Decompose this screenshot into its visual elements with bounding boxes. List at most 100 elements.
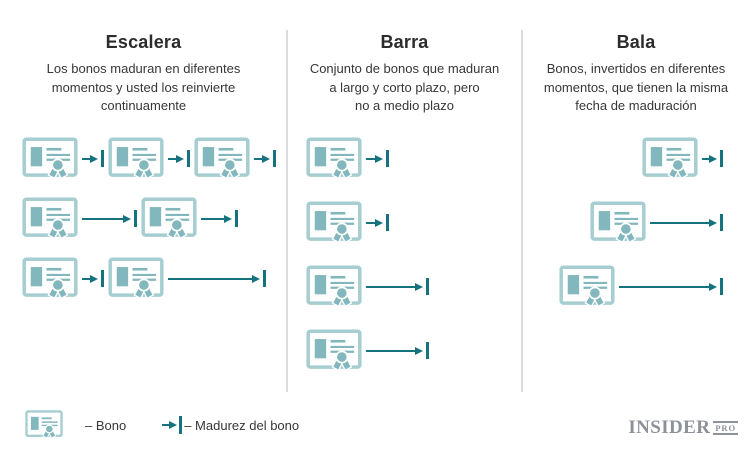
strategy-column-bala: Bala Bonos, invertidos en diferentes mom… [522, 0, 750, 462]
legend-bond-label: – Bono [85, 417, 127, 433]
bond-certificate-icon [108, 137, 164, 181]
bond-maturity-arrow-icon [254, 150, 276, 167]
column-description: Conjunto de bonos que maduran a largo y … [309, 61, 500, 113]
bond-timeline-row [22, 256, 287, 302]
bond-certificate-icon [306, 329, 362, 373]
arrow-shaft [650, 221, 710, 224]
bond-maturity-arrow-icon [168, 270, 266, 287]
bond-certificate-icon [141, 197, 197, 241]
legend-maturity-label: – Madurez del bono [184, 417, 300, 433]
bond-maturity-arrow-icon [82, 150, 104, 167]
bond-certificate-icon [306, 137, 362, 181]
bond-maturity-arrow-icon [702, 150, 723, 167]
bond-timeline-row [306, 136, 522, 182]
logo-pro-badge: PRO [713, 420, 738, 436]
arrow-shaft [82, 157, 91, 160]
arrow-shaft [82, 277, 91, 280]
bond-timeline-row [306, 328, 522, 374]
arrow-shaft [201, 217, 225, 220]
bond-certificate-icon [194, 137, 250, 181]
bond-certificate-icon [25, 410, 63, 440]
arrow-shaft [168, 277, 253, 280]
bond-timeline-row [22, 196, 287, 242]
bond-timeline-row [306, 264, 522, 310]
logo-wordmark: INSIDER [628, 417, 711, 438]
arrow-shaft [702, 157, 710, 160]
bond-maturity-arrow-icon [619, 278, 723, 295]
maturity-tick [426, 278, 429, 295]
bond-maturity-arrow-icon [650, 214, 723, 231]
maturity-tick [386, 150, 389, 167]
strategy-column-barra: Barra Conjunto de bonos que maduran a la… [287, 0, 522, 462]
arrow-shaft [366, 285, 416, 288]
bond-certificate-icon [22, 197, 78, 241]
arrow-head-icon [709, 154, 717, 163]
arrow-head-icon [90, 154, 98, 163]
bond-certificate-icon [108, 257, 164, 301]
arrow-head-icon [375, 218, 383, 227]
arrow-head-icon [169, 421, 178, 429]
column-divider [286, 30, 288, 392]
bond-certificate-icon [642, 137, 698, 181]
arrow-head-icon [252, 274, 260, 283]
bond-timeline-row [22, 136, 287, 182]
arrow-shaft [366, 221, 376, 224]
arrow-head-icon [375, 154, 383, 163]
column-title: Bala [616, 32, 656, 52]
bond-diagram-escalera [0, 136, 287, 302]
bond-maturity-arrow-icon [366, 342, 429, 359]
maturity-tick [720, 214, 723, 231]
bond-maturity-arrow-icon [366, 214, 389, 231]
bond-timeline-row [522, 136, 723, 182]
column-description: Los bonos maduran en diferentes momentos… [46, 61, 241, 113]
bond-timeline-row [522, 200, 723, 246]
bond-certificate-icon [22, 137, 78, 181]
arrow-head-icon [709, 218, 717, 227]
arrow-shaft [162, 424, 171, 426]
column-title: Barra [380, 32, 429, 52]
arrow-head-icon [415, 346, 423, 355]
arrow-shaft [168, 157, 177, 160]
arrow-head-icon [415, 282, 423, 291]
column-divider [521, 30, 523, 392]
maturity-tick [179, 416, 183, 434]
bond-maturity-arrow-icon [168, 150, 190, 167]
arrow-shaft [254, 157, 263, 160]
arrow-head-icon [176, 154, 184, 163]
maturity-tick [134, 210, 137, 227]
bond-timeline-row [306, 200, 522, 246]
bond-diagram-barra [287, 136, 522, 374]
bond-certificate-icon [306, 265, 362, 309]
arrow-shaft [619, 285, 710, 288]
bond-maturity-arrow-icon [366, 150, 389, 167]
maturity-tick [101, 150, 104, 167]
bond-maturity-arrow-icon [82, 270, 104, 287]
bond-certificate-icon [306, 201, 362, 245]
maturity-tick [187, 150, 190, 167]
arrow-head-icon [262, 154, 270, 163]
maturity-tick [263, 270, 266, 287]
bond-certificate-icon [559, 265, 615, 309]
bond-diagram-bala [522, 136, 750, 310]
arrow-shaft [82, 217, 124, 220]
column-description: Bonos, invertidos en diferentes momentos… [543, 61, 729, 113]
bond-certificate-icon [590, 201, 646, 245]
strategy-column-escalera: Escalera Los bonos maduran en diferentes… [0, 0, 287, 462]
maturity-tick [720, 278, 723, 295]
maturity-tick [720, 150, 723, 167]
bond-maturity-arrow-icon [366, 278, 429, 295]
bond-maturity-arrow-icon [162, 416, 183, 434]
arrow-head-icon [709, 282, 717, 291]
arrow-shaft [366, 157, 376, 160]
bond-certificate-icon [22, 257, 78, 301]
maturity-tick [386, 214, 389, 231]
arrow-head-icon [90, 274, 98, 283]
insiderpro-logo: INSIDER PRO [628, 417, 738, 439]
arrow-shaft [366, 349, 416, 352]
bond-timeline-row [522, 264, 723, 310]
maturity-tick [235, 210, 238, 227]
legend: – Bono – Madurez del bono [25, 409, 299, 441]
bond-maturity-arrow-icon [201, 210, 238, 227]
